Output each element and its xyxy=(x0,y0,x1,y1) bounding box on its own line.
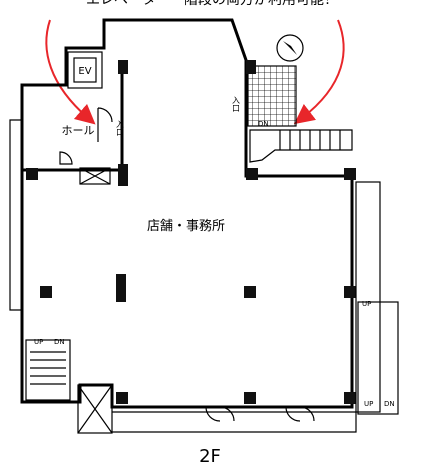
hall-door xyxy=(97,107,113,142)
east-entrance-label: 入口 xyxy=(232,96,241,112)
west-stair-treads xyxy=(30,351,66,385)
west-balcony xyxy=(9,119,22,311)
shaft-box-2-x xyxy=(77,384,113,434)
main-room-label: 店舗・事務所 xyxy=(147,219,225,234)
east-stair-dn: DN xyxy=(258,120,269,128)
shaft-box-2 xyxy=(77,384,113,434)
elevator-shaft xyxy=(67,51,103,89)
elevator-label: EV xyxy=(78,66,91,77)
west-stair-up: UP xyxy=(34,338,43,346)
shaft-box-1-x xyxy=(79,167,111,185)
hall-side-door xyxy=(59,151,73,165)
west-stair-dn: DN xyxy=(54,338,65,346)
core-wall xyxy=(22,60,124,172)
east-stair xyxy=(357,301,399,415)
exterior-stair-treads xyxy=(279,130,341,150)
north-arrow-icon xyxy=(283,41,297,55)
floor-label: 2F xyxy=(199,446,221,467)
exterior-stair xyxy=(249,129,353,163)
south-door-1 xyxy=(205,406,235,422)
arrow-to-stairs xyxy=(294,19,345,125)
west-stair xyxy=(25,339,71,401)
elevator-car xyxy=(73,57,97,83)
east-corridor xyxy=(355,181,381,413)
south-door-2 xyxy=(285,406,315,422)
east-stair-dn-2: DN xyxy=(384,400,395,408)
east-stair-up-2: UP xyxy=(364,400,373,408)
header-note: エレベーター・階段の両方が利用可能！ xyxy=(86,0,338,8)
hall-label: ホール xyxy=(62,124,95,137)
stair-landing-hatch xyxy=(247,65,297,127)
building-outline xyxy=(20,18,354,409)
arrow-to-elevator xyxy=(45,19,96,125)
hall-entrance-label: 入口 xyxy=(116,120,125,136)
south-balcony xyxy=(112,411,357,433)
east-stair-up-1: UP xyxy=(362,300,371,308)
north-compass xyxy=(276,34,304,62)
structural-columns xyxy=(26,60,356,404)
shaft-box-1 xyxy=(79,167,111,185)
